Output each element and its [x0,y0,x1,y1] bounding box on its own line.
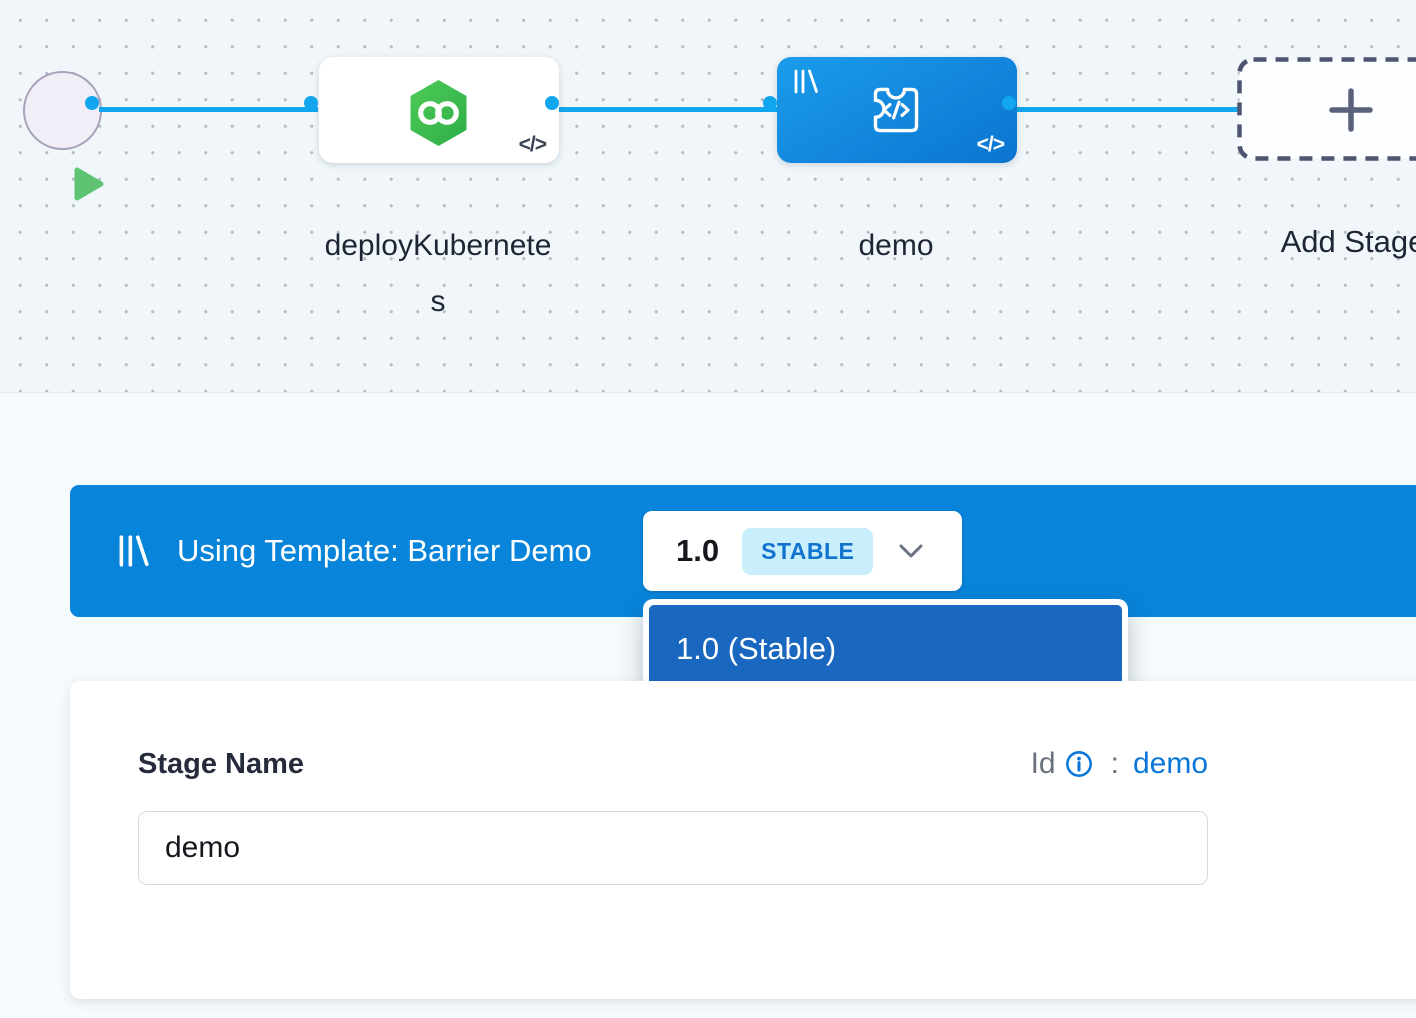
id-label: Id [1030,747,1056,780]
version-value: 1.0 [676,533,720,568]
template-banner: Using Template: Barrier Demo 1.0 STABLE [70,485,1416,617]
connector-line [99,107,318,112]
code-view-icon: </> [976,133,1005,156]
stable-badge: STABLE [742,527,874,575]
connector-line [1016,107,1240,112]
version-selector[interactable]: 1.0 STABLE [643,511,962,591]
harness-cd-stage-icon [410,80,467,146]
node-port[interactable] [545,96,559,110]
node-port[interactable] [85,96,99,110]
node-port[interactable] [304,96,318,110]
chevron-down-icon [899,544,923,557]
connector-line [559,107,777,112]
stage-name-input[interactable] [138,811,1208,885]
pipeline-canvas: </> </> deployKubernetes de [0,0,1416,393]
play-icon [74,167,104,201]
custom-stage-icon [873,87,919,133]
stage-label-add: Add Stage [1280,224,1416,259]
stage-label-demo: demo [858,229,934,262]
template-library-icon [119,535,149,567]
id-separator: : [1110,747,1119,780]
stage-id-value: demo [1132,747,1208,780]
version-option[interactable]: 1.0 (Stable) [649,605,1122,692]
stage-label-deploy: deployKubernetes [324,229,552,318]
node-port[interactable] [1002,96,1016,110]
stage-id-group: Id : demo [1031,747,1208,781]
pipeline-start-node [23,71,104,201]
plus-icon [1329,88,1373,132]
banner-title: Using Template: Barrier Demo [177,533,592,568]
info-icon[interactable] [1065,750,1093,778]
node-port[interactable] [763,96,777,110]
stage-overview-panel: Stage Name Id : demo [70,681,1416,999]
version-dropdown-menu: 1.0 (Stable) [643,599,1128,698]
stage-node-deploy-kubernetes[interactable]: </> [319,57,559,163]
stage-node-demo[interactable]: </> [777,57,1017,163]
add-stage-node[interactable] [1237,57,1416,161]
template-library-icon [794,69,818,94]
code-view-icon: </> [518,133,547,156]
stage-name-label: Stage Name [138,747,305,780]
